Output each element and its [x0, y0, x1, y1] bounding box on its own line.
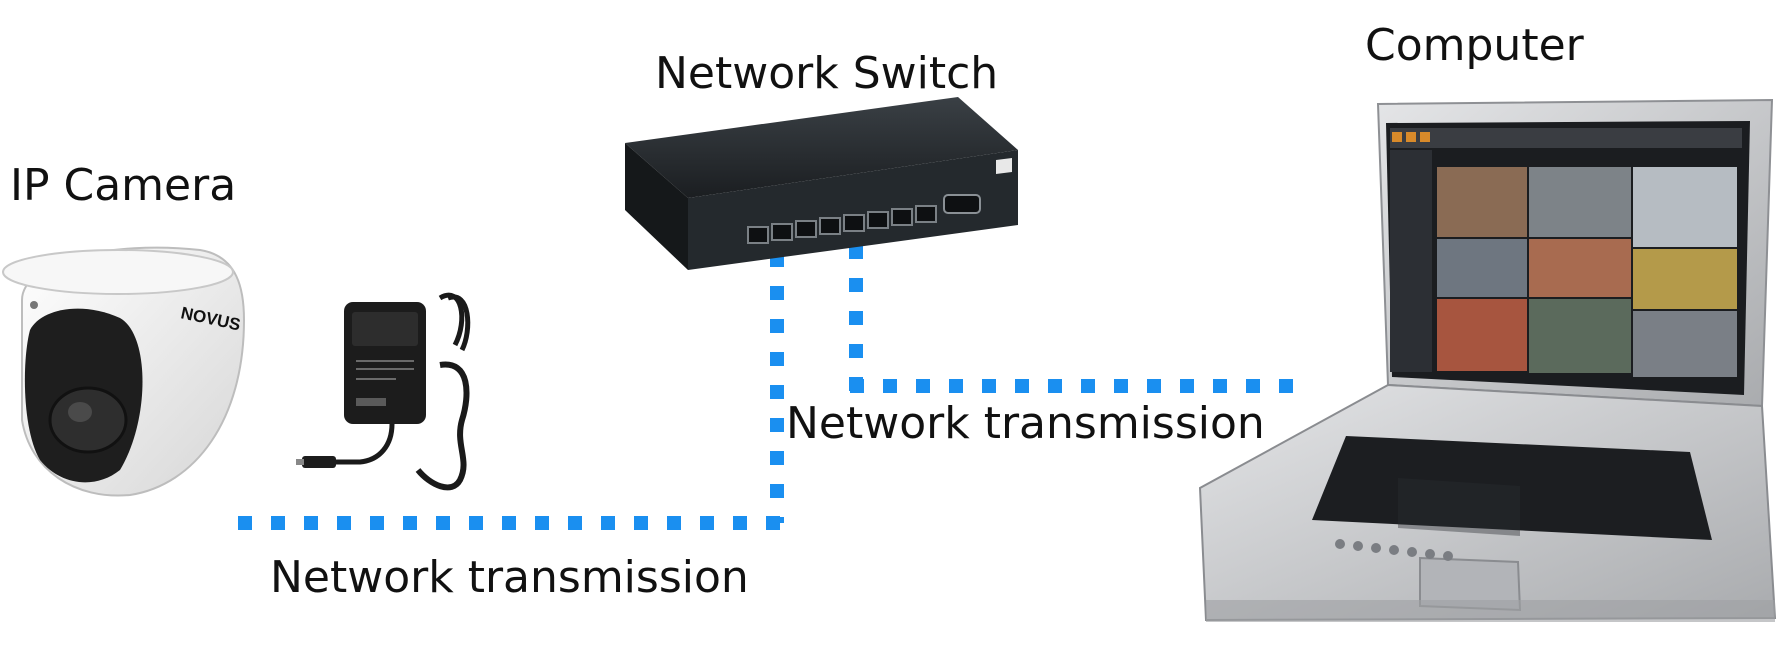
link-camera-to-switch	[238, 253, 785, 530]
computer-label: Computer	[1365, 20, 1584, 71]
dome-camera-icon: NOVUS	[2, 246, 246, 497]
power-adapter-icon	[296, 292, 471, 491]
camera-label: IP Camera	[10, 160, 237, 211]
laptop-icon	[1198, 98, 1777, 622]
link-label-camera-switch: Network transmission	[270, 552, 749, 603]
keyboard	[1312, 436, 1712, 540]
link-label-switch-computer: Network transmission	[786, 398, 1265, 449]
surveillance-software-screen	[1390, 128, 1742, 379]
network-switch-icon	[625, 97, 1018, 270]
switch-ports	[747, 205, 937, 244]
link-switch-to-computer	[849, 245, 1298, 393]
switch-label: Network Switch	[655, 48, 999, 99]
